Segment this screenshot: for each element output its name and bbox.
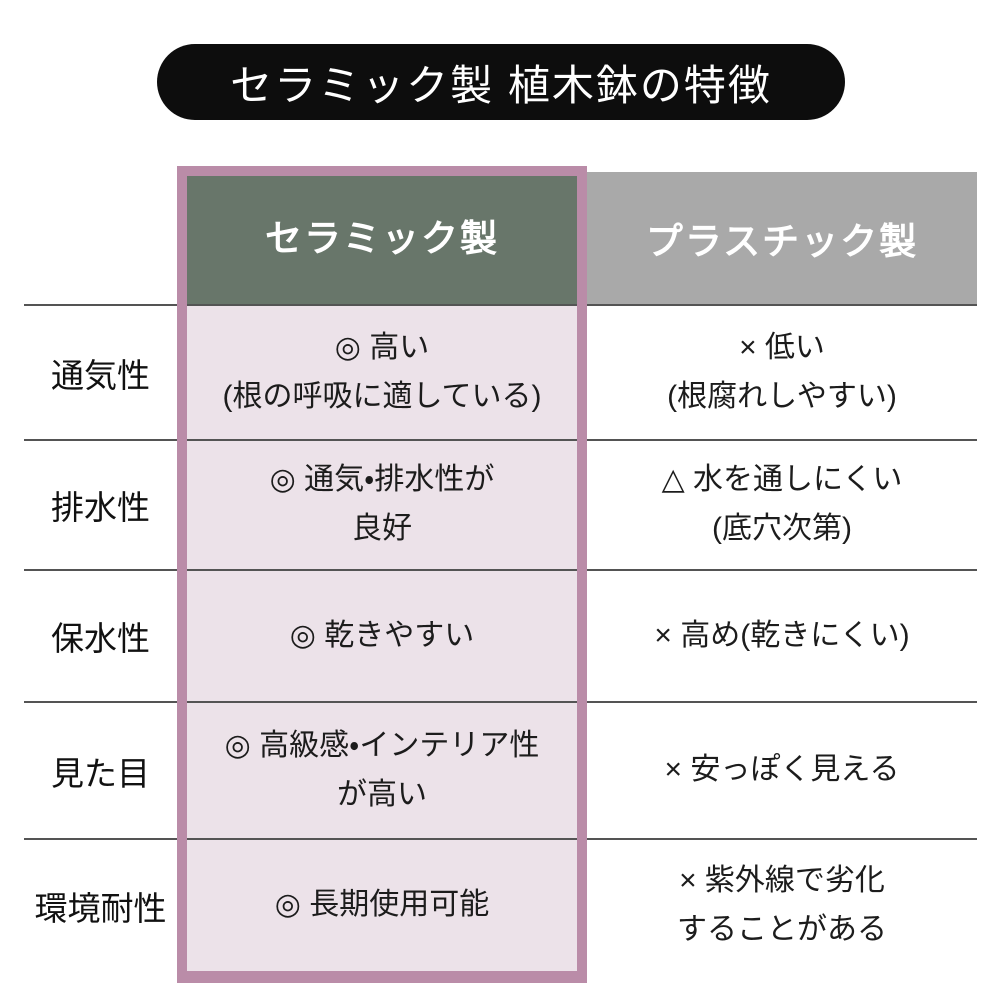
table-row-breathability: 通気性 ◎ 高い (根の呼吸に適している) × 低い (根腐れしやすい): [24, 306, 977, 441]
cell-line: (根腐れしやすい): [667, 379, 897, 413]
cell-line: ◎ 長期使用可能: [274, 888, 490, 922]
plastic-value-cell: △ 水を通しにくい (底穴次第): [587, 441, 977, 569]
row-label: 通気性: [51, 356, 150, 394]
cell-line: × 低い: [739, 330, 825, 364]
cell-line: 良好: [352, 512, 412, 545]
row-label-cell: 見た目: [24, 703, 177, 838]
cell-line: が高い: [337, 777, 427, 811]
cell-line: することがある: [677, 912, 887, 946]
row-label: 保水性: [51, 620, 150, 657]
cell-line: ◎ 乾きやすい: [289, 618, 475, 652]
column-header-ceramic-label: セラミック製: [265, 218, 499, 259]
plastic-value-cell: × 安っぽく見える: [587, 703, 977, 838]
comparison-table: セラミック製 プラスチック製 通気性 ◎ 高い (根の呼吸に適している) × 低…: [24, 166, 977, 983]
table-row-appearance: 見た目 ◎ 高級感・インテリア性 が高い × 安っぽく見える: [24, 703, 977, 840]
column-header-plastic: プラスチック製: [587, 172, 977, 304]
cell-line: ◎ 通気・排水性が: [269, 463, 495, 497]
plastic-value-cell: × 高め(乾きにくい): [587, 571, 977, 701]
column-header-ceramic: セラミック製: [177, 166, 587, 304]
cell-line: ◎ 高い: [334, 330, 430, 364]
column-header-plastic-label: プラスチック製: [645, 221, 919, 262]
ceramic-value-cell: ◎ 通気・排水性が 良好: [177, 441, 587, 569]
plastic-value-cell: × 紫外線で劣化 することがある: [587, 840, 977, 971]
title-banner: セラミック製 植木鉢の特徴: [157, 44, 845, 120]
row-label: 排水性: [51, 489, 150, 526]
cell-line: × 紫外線で劣化: [679, 863, 885, 897]
ceramic-value-cell: ◎ 乾きやすい: [177, 571, 587, 701]
row-label: 見た目: [51, 754, 150, 792]
row-label-cell: 環境耐性: [24, 840, 177, 971]
cell-line: ◎ 高級感・インテリア性: [224, 728, 540, 762]
row-label-cell: 排水性: [24, 441, 177, 569]
row-label: 環境耐性: [34, 889, 167, 927]
cell-line: (根の呼吸に適している): [222, 379, 542, 413]
ceramic-value-cell: ◎ 長期使用可能: [177, 840, 587, 971]
cell-line: × 安っぽく見える: [664, 753, 900, 787]
table-row-drainage: 排水性 ◎ 通気・排水性が 良好 △ 水を通しにくい (底穴次第): [24, 441, 977, 571]
header-spacer-cell: [24, 166, 177, 304]
plastic-value-cell: × 低い (根腐れしやすい): [587, 306, 977, 439]
cell-line: △ 水を通しにくい: [661, 463, 903, 497]
row-label-cell: 通気性: [24, 306, 177, 439]
page-title: セラミック製 植木鉢の特徴: [230, 61, 772, 109]
ceramic-value-cell: ◎ 高い (根の呼吸に適している): [177, 306, 587, 439]
table-header-row: セラミック製 プラスチック製: [24, 166, 977, 306]
cell-line: (底穴次第): [712, 512, 852, 545]
table-row-water-retention: 保水性 ◎ 乾きやすい × 高め(乾きにくい): [24, 571, 977, 703]
table-row-durability: 環境耐性 ◎ 長期使用可能 × 紫外線で劣化 することがある: [24, 840, 977, 971]
cell-line: × 高め(乾きにくい): [654, 618, 910, 652]
row-label-cell: 保水性: [24, 571, 177, 701]
ceramic-value-cell: ◎ 高級感・インテリア性 が高い: [177, 703, 587, 838]
